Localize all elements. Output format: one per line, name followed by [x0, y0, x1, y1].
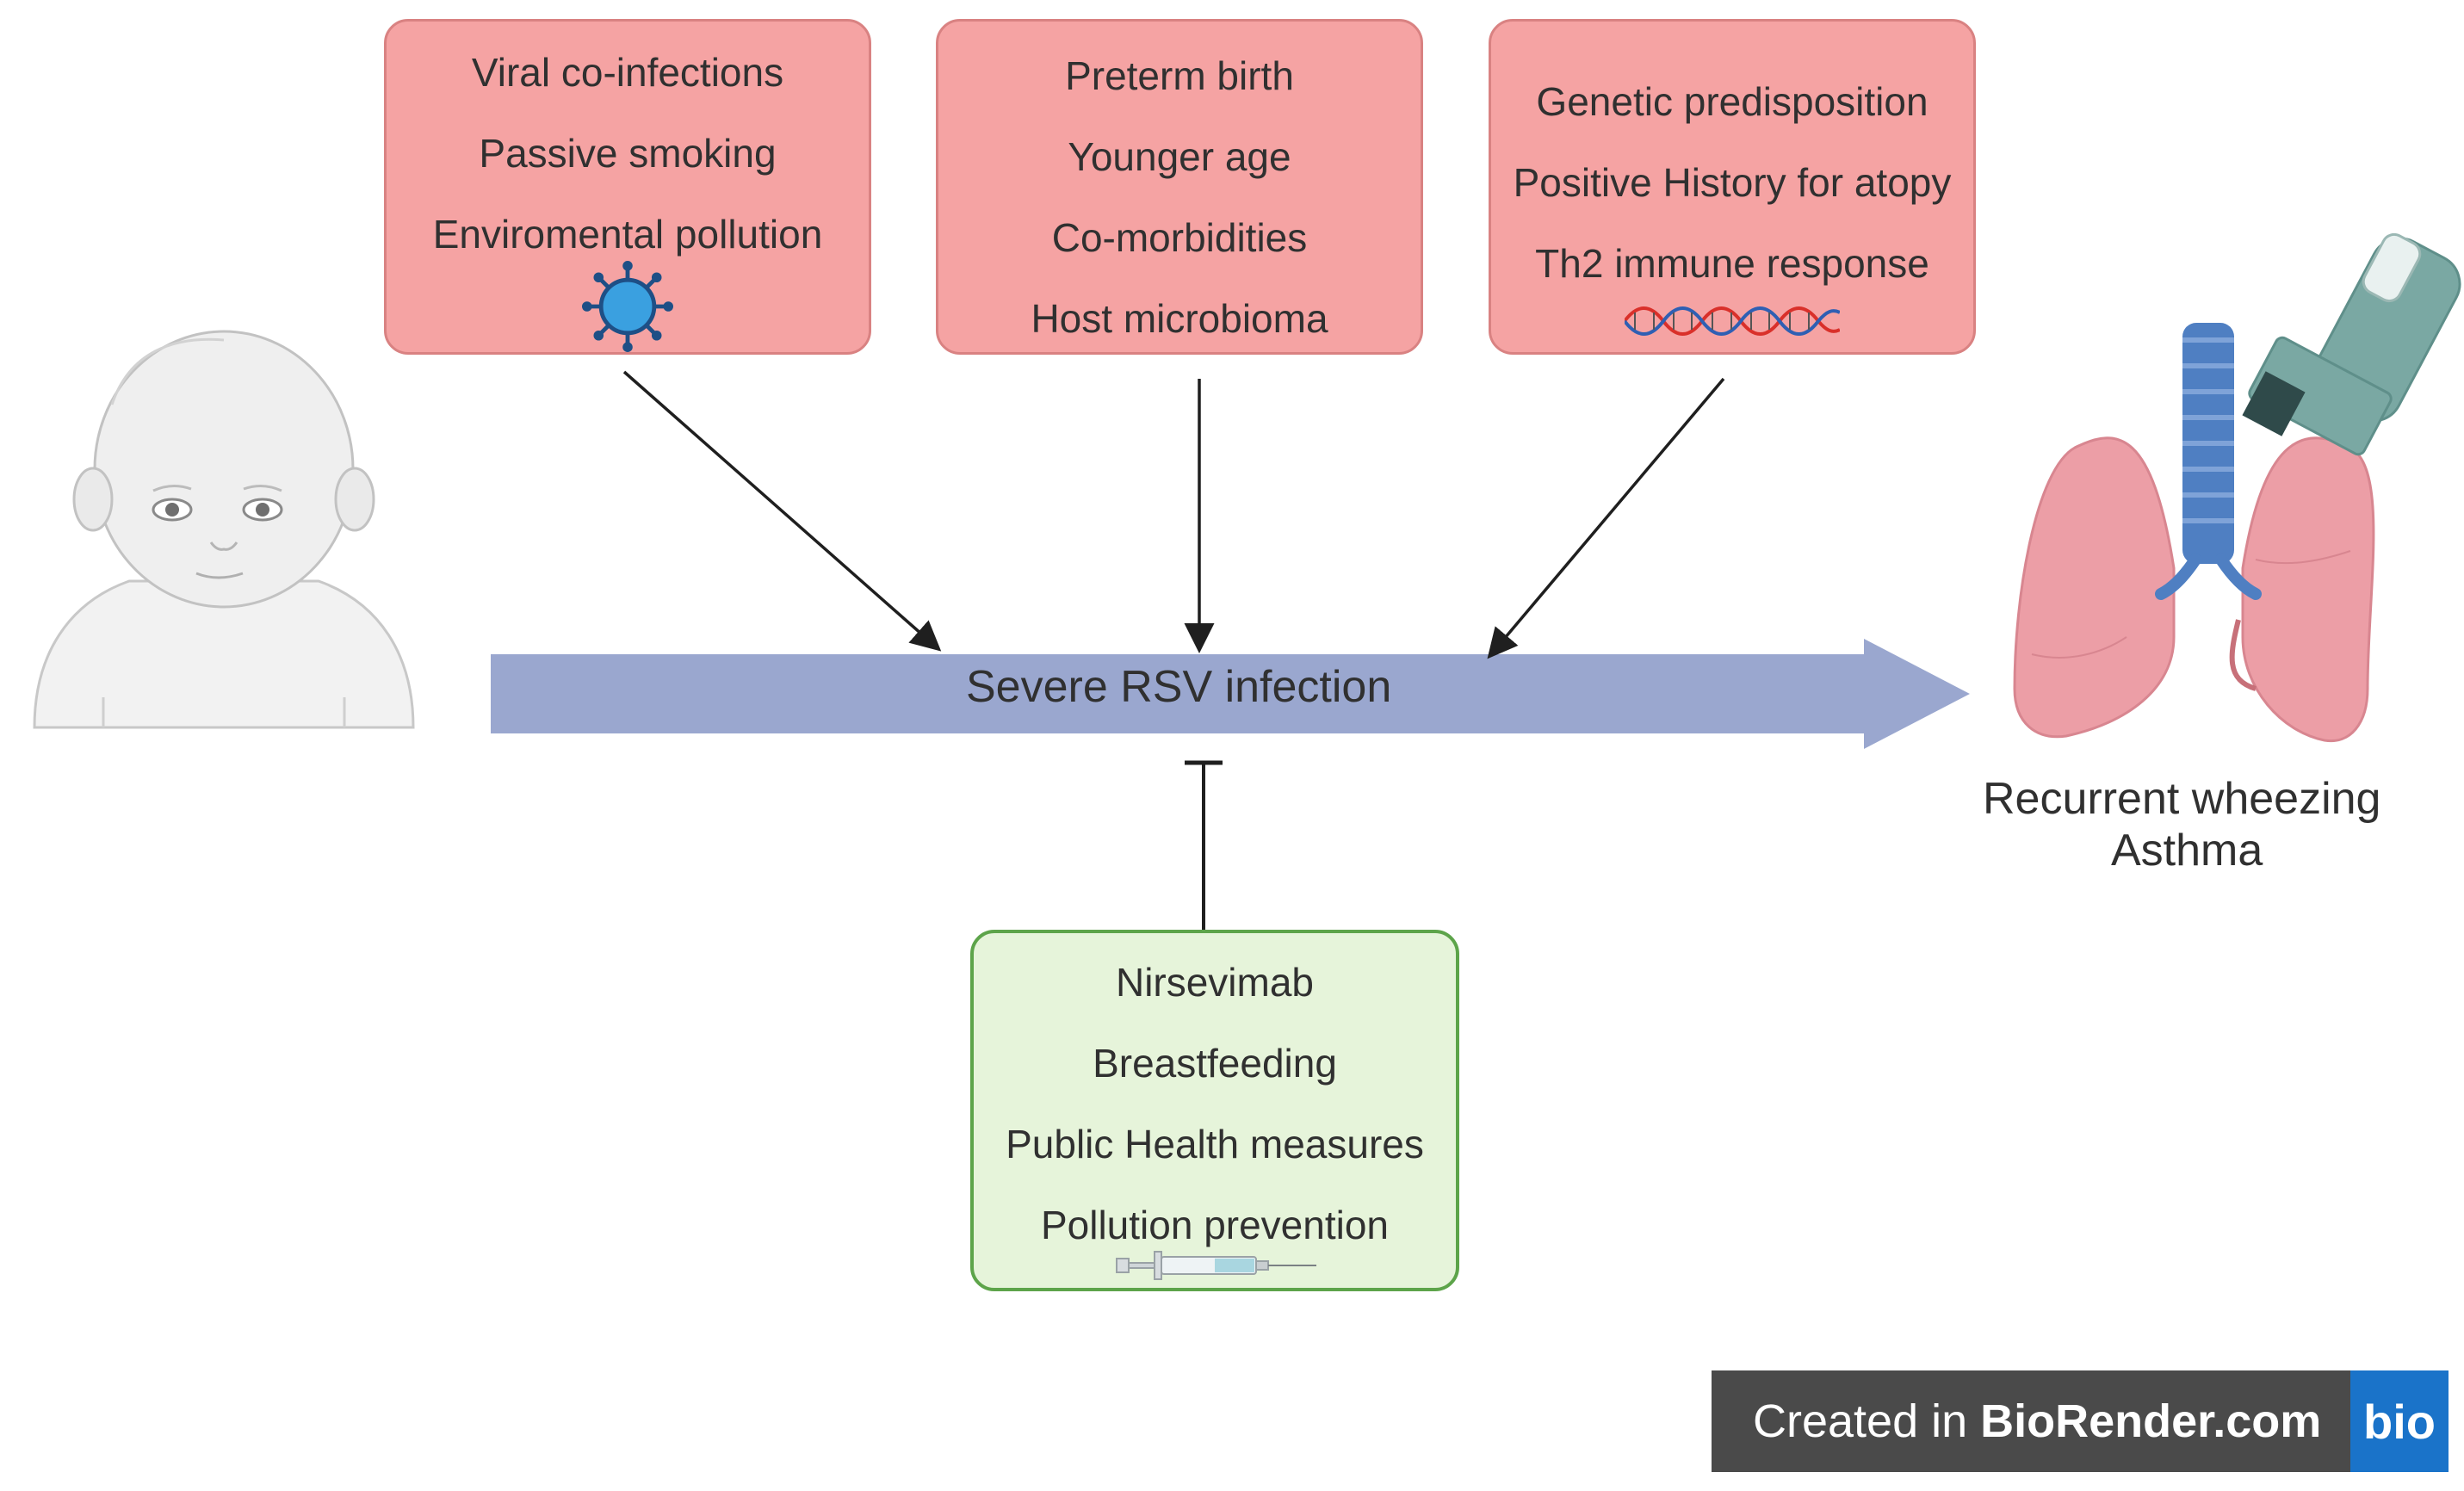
risk-factor-text: Positive History for atopy — [1513, 160, 1952, 205]
protective-factor-text: Pollution prevention — [1040, 1203, 1390, 1247]
trachea-icon — [2155, 323, 2262, 600]
protective-factor-text: Public Health measures — [1006, 1122, 1424, 1166]
risk-factor-text: Genetic predisposition — [1536, 79, 1928, 124]
protective-factor-text: Breastfeeding — [1093, 1041, 1337, 1086]
protective-factors-box: Nirsevimab Breastfeeding Public Health m… — [970, 930, 1459, 1291]
connector-risk-1 — [622, 370, 942, 652]
biorender-logo-icon: bio — [2350, 1370, 2449, 1472]
risk-factors-box-genetic: Genetic predisposition Positive History … — [1489, 19, 1976, 355]
risk-factor-text: Viral co-infections — [471, 50, 784, 95]
baby-icon — [33, 330, 415, 729]
virus-icon — [582, 261, 673, 352]
risk-factors-box-host: Preterm birth Younger age Co-morbidities… — [936, 19, 1423, 355]
risk-factor-text: Passive smoking — [479, 131, 777, 176]
outcome-label-wheezing: Recurrent wheezing — [1983, 774, 2381, 824]
protective-factor-text: Nirsevimab — [1115, 960, 1315, 1005]
watermark-text: Created in BioRender.com — [1753, 1395, 2321, 1448]
outcome-label-asthma: Asthma — [2111, 826, 2263, 875]
main-arrow — [491, 639, 1970, 749]
dna-icon — [1625, 306, 1840, 336]
inhaler-icon — [2242, 232, 2461, 456]
risk-factor-text: Enviromental pollution — [432, 212, 823, 257]
biorender-watermark: Created in BioRender.com bio — [1712, 1370, 2449, 1472]
main-arrow-label: Severe RSV infection — [966, 662, 1392, 712]
risk-factors-box-environmental: Viral co-infections Passive smoking Envi… — [384, 19, 871, 355]
lungs-icon — [2013, 436, 2375, 743]
risk-factor-text: Co-morbidities — [1051, 215, 1308, 260]
watermark-brand: BioRender.com — [1980, 1395, 2322, 1447]
risk-factor-text: Th2 immune response — [1535, 241, 1929, 286]
connector-risk-3 — [1487, 377, 1725, 659]
syringe-icon — [1116, 1251, 1316, 1280]
risk-factor-text: Younger age — [1068, 134, 1291, 179]
inhibition-connector — [1185, 760, 1223, 930]
risk-factor-text: Preterm birth — [1065, 53, 1294, 98]
watermark-prefix: Created in — [1753, 1395, 1981, 1447]
risk-factor-text: Host microbioma — [1031, 296, 1328, 341]
